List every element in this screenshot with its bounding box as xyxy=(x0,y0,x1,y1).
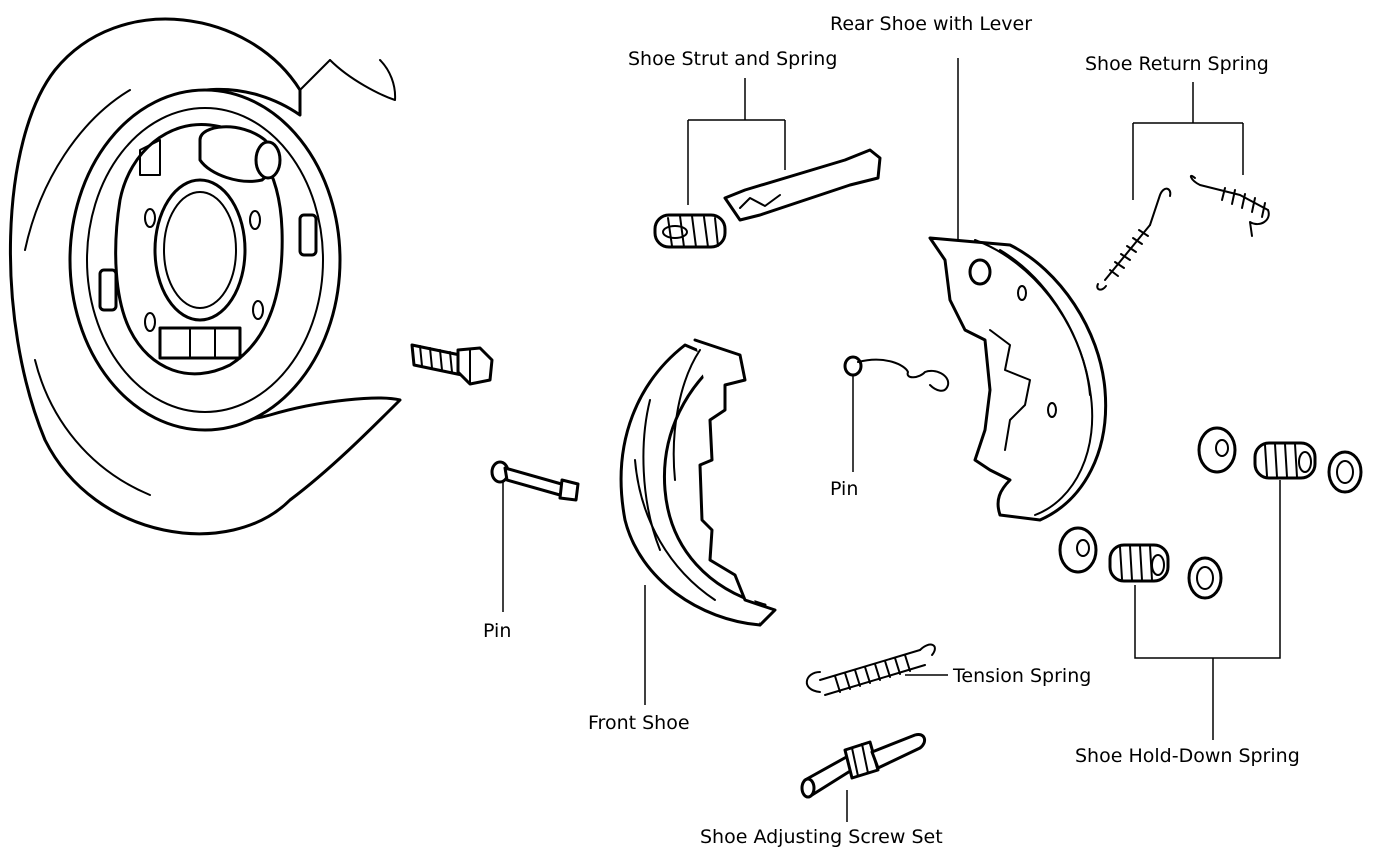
label-shoe-adjusting-screw-set: Shoe Adjusting Screw Set xyxy=(700,826,943,848)
shoe-adjusting-screw-set xyxy=(800,732,927,799)
hold-down-spring-lower xyxy=(1058,526,1223,600)
hold-down-spring-upper xyxy=(1197,426,1363,494)
label-pin-left: Pin xyxy=(483,620,511,642)
shoe-strut-and-spring xyxy=(653,148,882,249)
backing-plate xyxy=(8,17,402,536)
pin-center-part xyxy=(843,355,950,392)
leader-lines xyxy=(502,58,1281,822)
label-shoe-hold-down-spring: Shoe Hold-Down Spring xyxy=(1075,745,1300,767)
front-shoe xyxy=(619,338,777,627)
label-tension-spring: Tension Spring xyxy=(952,665,1091,687)
pin-left-part xyxy=(490,460,580,502)
label-shoe-strut-and-spring: Shoe Strut and Spring xyxy=(628,48,837,70)
label-front-shoe: Front Shoe xyxy=(588,712,690,734)
label-pin-center: Pin xyxy=(830,478,858,500)
shoe-return-springs xyxy=(1096,174,1270,291)
tension-spring xyxy=(805,643,936,696)
label-rear-shoe-with-lever: Rear Shoe with Lever xyxy=(830,13,1032,35)
rear-shoe-with-lever xyxy=(928,236,1108,522)
bolt xyxy=(410,343,494,386)
label-shoe-return-spring: Shoe Return Spring xyxy=(1085,53,1269,75)
